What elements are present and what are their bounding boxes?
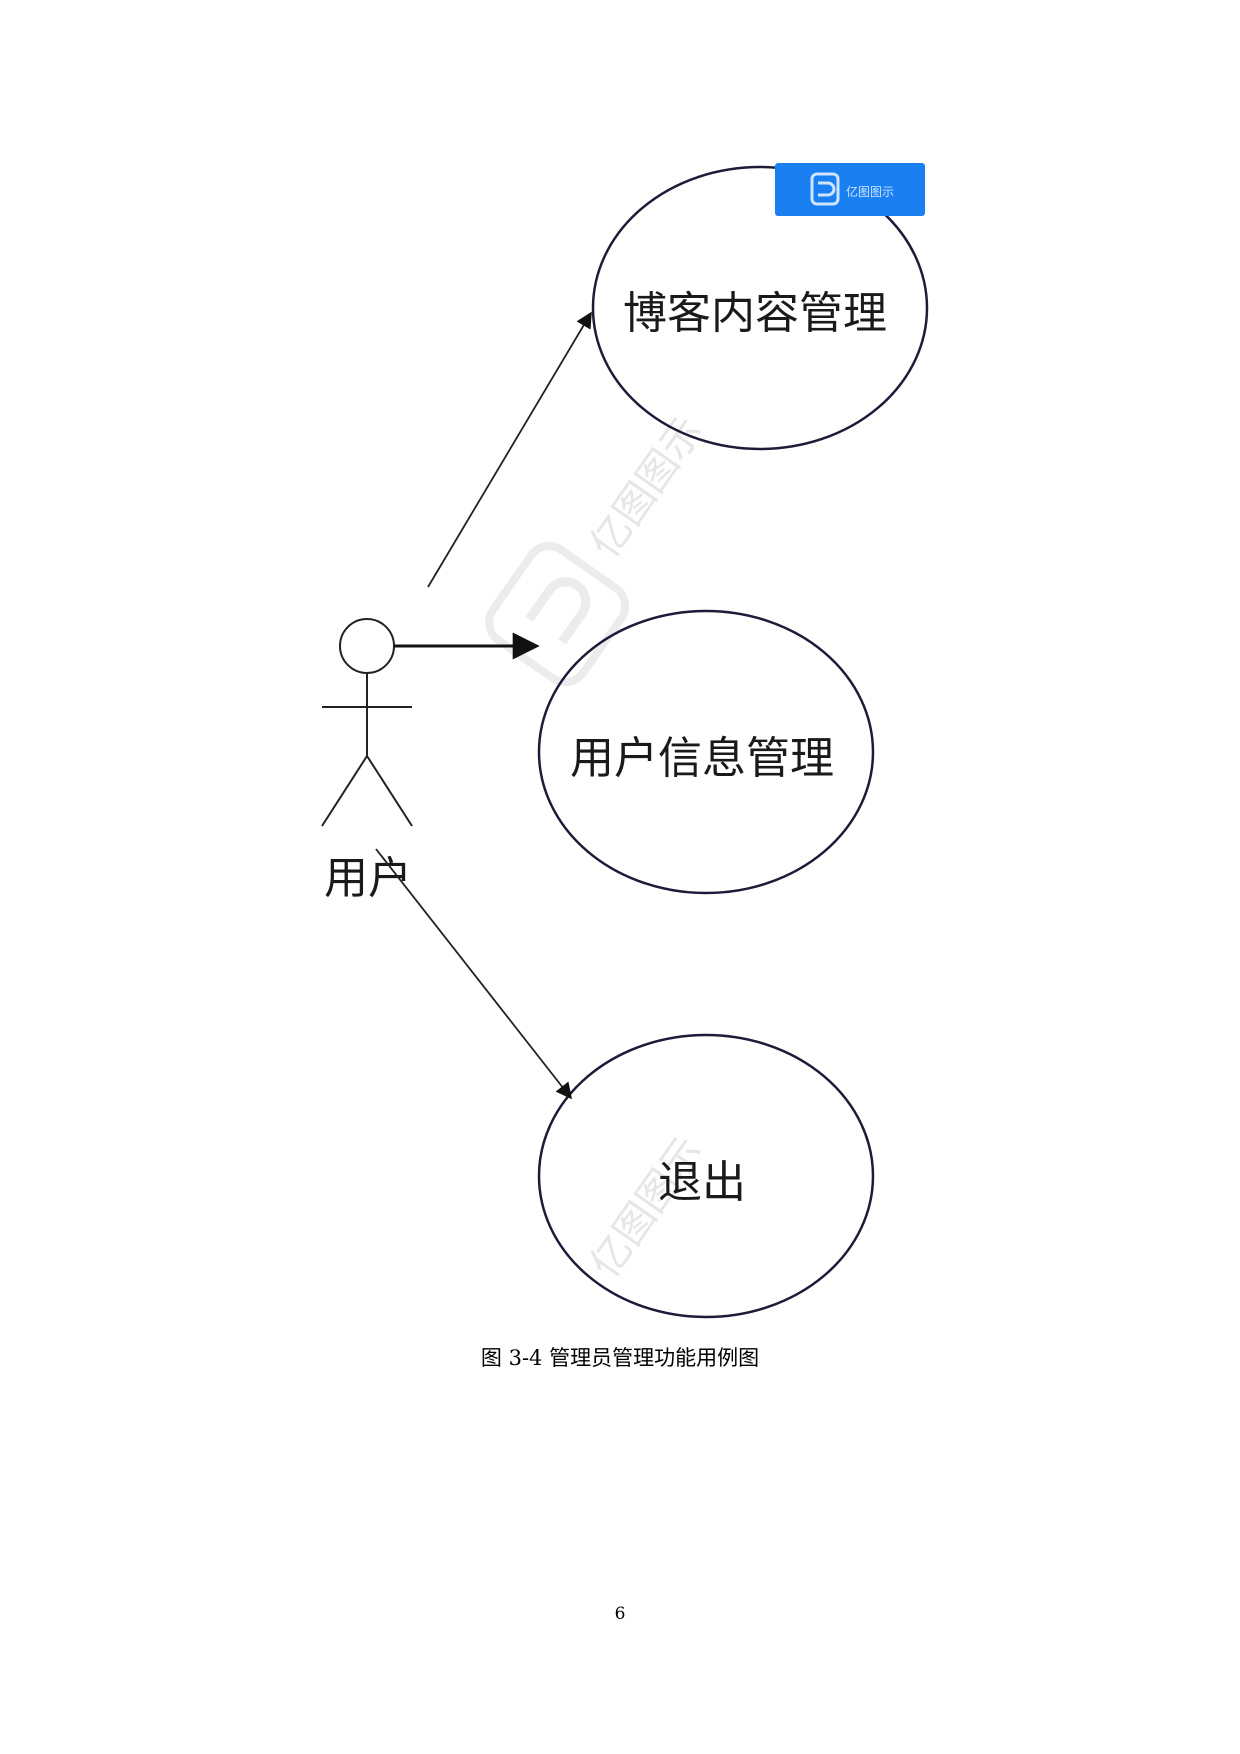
use-case-blog-ellipse[interactable] bbox=[591, 165, 929, 451]
use-case-blog-label: 博客内容管理 bbox=[623, 288, 887, 339]
page-number: 6 bbox=[614, 1604, 626, 1624]
actor-head bbox=[339, 618, 395, 674]
arrow-to-logout bbox=[375, 848, 572, 1100]
actor-right-leg bbox=[366, 755, 413, 827]
edraw-badge: 亿图图示 bbox=[775, 163, 925, 216]
actor-label: 用户 bbox=[324, 853, 412, 904]
actor-left-leg bbox=[321, 755, 368, 827]
arrow-to-blog bbox=[427, 311, 592, 588]
actor-figure[interactable] bbox=[321, 618, 413, 827]
use-case-logout-label: 退出 bbox=[658, 1157, 746, 1208]
use-case-user-info-ellipse[interactable] bbox=[537, 609, 875, 895]
watermark-text: 亿图图示 bbox=[582, 409, 711, 566]
use-case-logout-ellipse[interactable] bbox=[537, 1033, 875, 1319]
edraw-badge-text: 亿图图示 bbox=[846, 184, 894, 199]
figure-caption: 图 3-4 管理员管理功能用例图 bbox=[480, 1346, 760, 1370]
use-case-user-info-label: 用户信息管理 bbox=[570, 733, 834, 784]
